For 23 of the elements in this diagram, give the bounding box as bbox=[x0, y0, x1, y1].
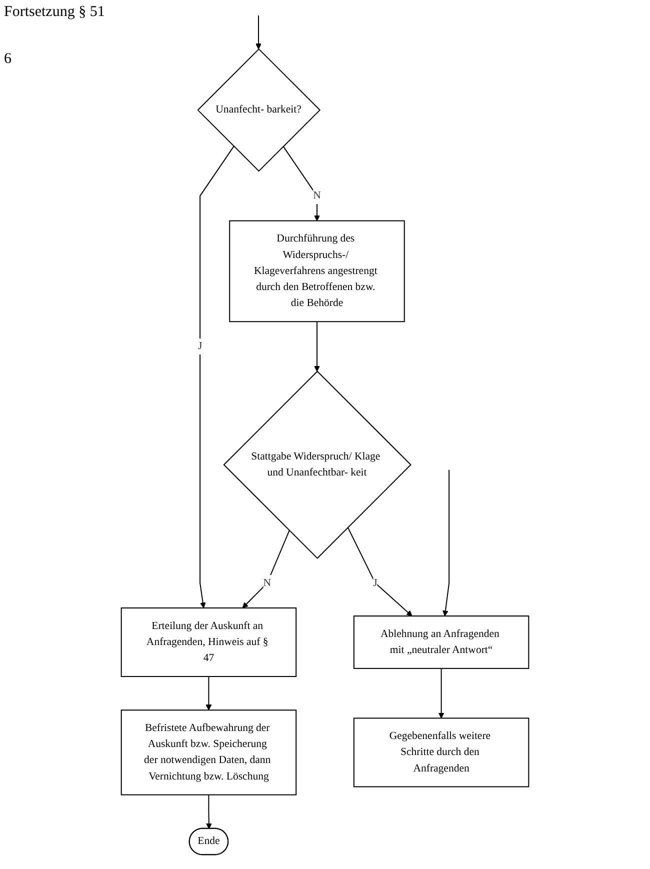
arrow bbox=[347, 527, 412, 616]
arrow bbox=[206, 794, 212, 830]
arrow bbox=[206, 676, 212, 710]
node-box: Befristete Aufbewahrung der Auskunft bzw. Speicherung der notwendigen Daten, dann Vernichtung bzw. Löschung bbox=[120, 710, 297, 796]
node-diamond: Unanfecht- barkeit? bbox=[197, 48, 321, 172]
arrow bbox=[256, 15, 262, 50]
node-diamond: Stattgabe Widerspruch/ Klage und Unanfechtbar- keit bbox=[223, 370, 412, 559]
edge-label: N bbox=[313, 190, 321, 202]
node-box: Gegebenenfalls weitere Schritte durch den Anfragenden bbox=[353, 718, 530, 788]
node-box: Erteilung der Auskunft an Anfragenden, Hinweis auf § 47 bbox=[120, 607, 297, 677]
arrow bbox=[242, 530, 290, 608]
edge-label: J bbox=[373, 577, 378, 588]
arrow bbox=[438, 668, 444, 718]
arrow bbox=[314, 322, 320, 372]
node-box: Ablehnung an Anfragenden mit „neutraler Antwort“ bbox=[353, 616, 530, 669]
edge-label: J bbox=[198, 340, 202, 352]
note-text: 6 bbox=[4, 51, 12, 68]
arrow bbox=[200, 146, 234, 608]
arrow bbox=[442, 470, 450, 616]
node-box: Durchführung des Widerspruchs-/ Klageverfahrens angestrengt durch den Betroffenen bzw. die Behörde bbox=[229, 220, 405, 322]
edge-label: N bbox=[263, 577, 272, 588]
arrow bbox=[282, 146, 320, 222]
note-text: Fortsetzung § 51 bbox=[4, 4, 105, 21]
